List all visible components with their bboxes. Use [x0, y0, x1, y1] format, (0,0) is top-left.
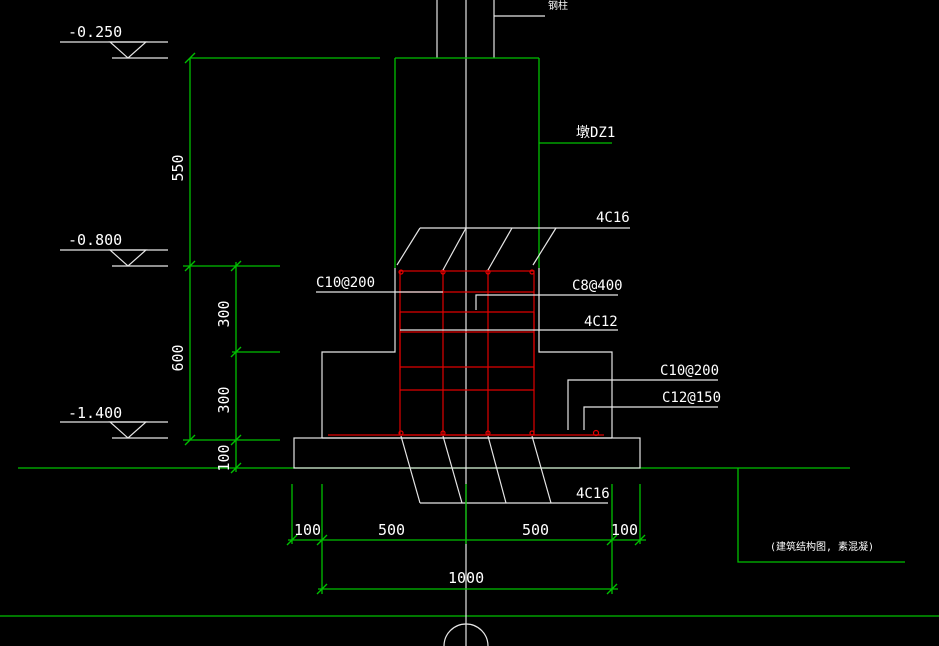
- svg-text:300: 300: [215, 386, 233, 413]
- pier-outline: 墩DZ1: [190, 57, 615, 268]
- elevation-marker-middle: -0.800: [60, 231, 168, 267]
- svg-text:600: 600: [169, 344, 187, 371]
- middle-bars-label: 4C12: [584, 314, 618, 330]
- vertical-dimensions: 550 600 300 300 100: [169, 52, 280, 474]
- leader-lines: [316, 227, 718, 504]
- svg-text:100: 100: [215, 444, 233, 471]
- svg-text:(建筑结构图, 素混凝): (建筑结构图, 素混凝): [770, 540, 874, 553]
- bottom-bars-label: 4C16: [576, 486, 610, 502]
- svg-text:300: 300: [215, 300, 233, 327]
- base-mesh-label-2: C12@150: [662, 390, 721, 406]
- side-note-callout: (建筑结构图, 素混凝): [737, 468, 905, 563]
- top-note-label: 钢柱: [548, 0, 568, 12]
- horizontal-dimensions: 100 500 500 100 1000: [286, 484, 646, 595]
- base-mesh-label-1: C10@200: [660, 363, 719, 379]
- footing-outline: [293, 268, 641, 469]
- svg-text:100: 100: [611, 521, 638, 539]
- svg-text:100: 100: [294, 521, 321, 539]
- steel-column: 钢柱: [436, 0, 568, 58]
- column-callout-label: 墩DZ1: [576, 125, 615, 141]
- rebar-cage: [328, 269, 604, 437]
- svg-text:550: 550: [169, 154, 187, 181]
- elevation-marker-bottom: -1.400: [60, 404, 168, 439]
- svg-text:1000: 1000: [448, 569, 484, 587]
- svg-text:-0.800: -0.800: [68, 231, 122, 249]
- tie-label: C8@400: [572, 278, 623, 294]
- top-bars-label: 4C16: [596, 210, 630, 226]
- elevation-marker-top: -0.250: [60, 23, 168, 59]
- svg-text:-1.400: -1.400: [68, 404, 122, 422]
- stirrup-label: C10@200: [316, 275, 375, 291]
- svg-text:500: 500: [522, 521, 549, 539]
- svg-text:500: 500: [378, 521, 405, 539]
- svg-text:-0.250: -0.250: [68, 23, 122, 41]
